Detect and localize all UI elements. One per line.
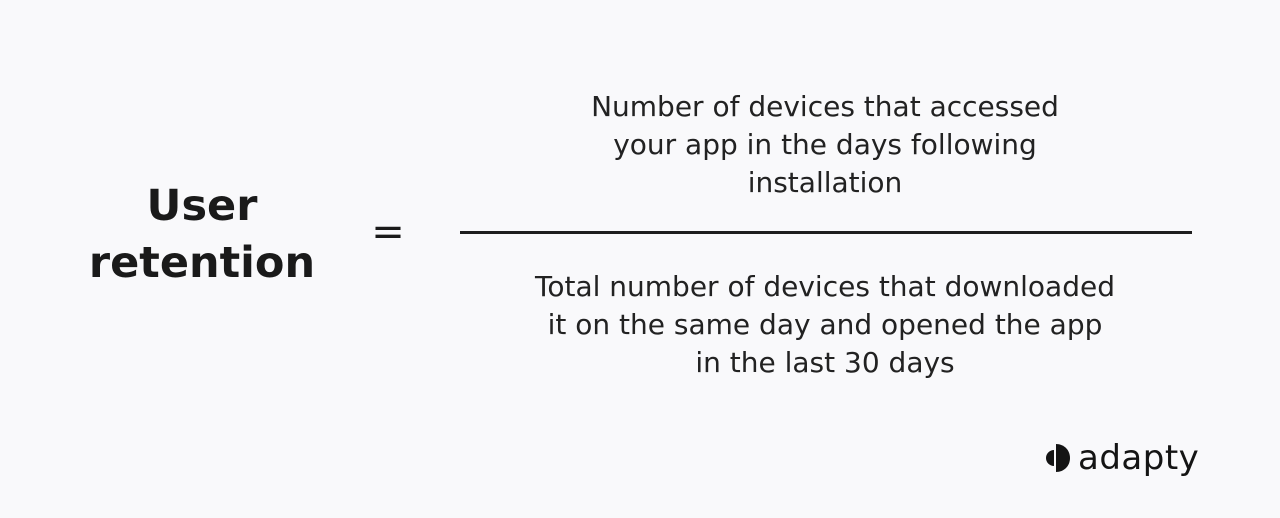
adapty-logo-icon [1046,444,1070,472]
metric-name: User retention [60,178,344,292]
denominator-line-1: Total number of devices that downloaded [535,270,1115,303]
numerator-line-2: your app in the days following [613,128,1037,161]
fraction-bar [460,231,1192,234]
denominator-line-2: it on the same day and opened the app [547,308,1103,341]
fraction-denominator: Total number of devices that downloaded … [480,268,1170,382]
brand-name: adapty [1078,438,1200,478]
equals-sign: = [371,209,405,255]
numerator-line-1: Number of devices that accessed [591,90,1059,123]
numerator-line-3: installation [747,166,903,199]
denominator-line-3: in the last 30 days [695,346,955,379]
metric-name-line-1: User [146,181,258,231]
brand-logo: adapty [1044,434,1199,482]
fraction-numerator: Number of devices that accessed your app… [520,88,1130,202]
metric-name-line-2: retention [88,238,316,288]
